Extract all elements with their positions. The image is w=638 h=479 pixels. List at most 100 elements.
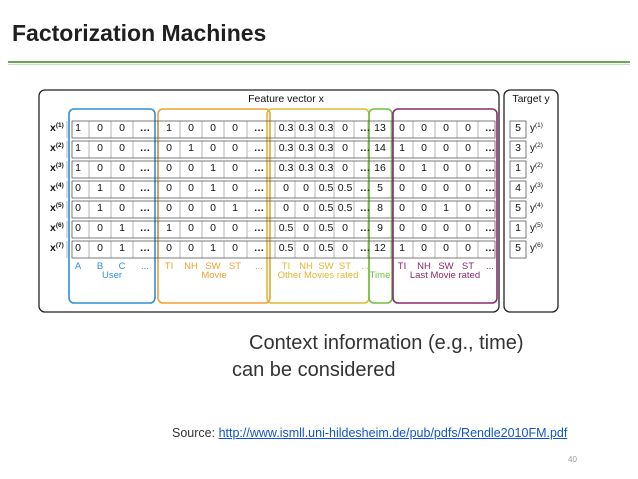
matrix-cell: … xyxy=(485,242,496,254)
matrix-cell: 0.5 xyxy=(319,182,334,194)
matrix-cell: 9 xyxy=(377,222,383,234)
row-label: x(2) xyxy=(50,142,64,154)
matrix-cell: 0.3 xyxy=(279,122,294,134)
matrix-cell: 1 xyxy=(75,142,81,154)
matrix-cell: 1 xyxy=(399,242,405,254)
footer-label-user: C xyxy=(119,261,126,272)
footer-label-user: B xyxy=(97,261,103,272)
matrix-cell: 0 xyxy=(303,242,309,254)
matrix-cell: 0 xyxy=(210,222,216,234)
matrix-cell: 0.3 xyxy=(299,122,314,134)
matrix-cell: 1 xyxy=(210,242,216,254)
matrix-cell: … xyxy=(485,142,496,154)
row-label: x(7) xyxy=(50,242,64,254)
target-value: 3 xyxy=(515,142,521,154)
target-row-label: y(6) xyxy=(530,242,543,254)
matrix-cell: 1 xyxy=(97,182,103,194)
matrix-cell: 0 xyxy=(465,222,471,234)
footer-label-movie: ... xyxy=(255,261,263,272)
matrix-cell: 13 xyxy=(374,122,386,134)
matrix-cell: … xyxy=(360,222,371,234)
matrix-cell: … xyxy=(485,122,496,134)
matrix-cell: … xyxy=(254,202,265,214)
row-frame xyxy=(71,180,496,199)
slide-title: Factorization Machines xyxy=(12,20,267,46)
target-row-label: y(3) xyxy=(530,182,543,194)
row-label: x(4) xyxy=(50,182,64,194)
group-label-user: User xyxy=(102,270,122,281)
matrix-cell: 1 xyxy=(119,242,125,254)
matrix-cell: 1 xyxy=(188,142,194,154)
matrix-cell: … xyxy=(140,222,151,234)
footer-label-user: ... xyxy=(141,261,149,272)
matrix-cell: … xyxy=(485,202,496,214)
row-frame xyxy=(71,220,496,239)
matrix-cell: 0 xyxy=(119,162,125,174)
matrix-cell: 0 xyxy=(465,162,471,174)
matrix-cell: … xyxy=(140,202,151,214)
footer-label-other: SW xyxy=(318,261,333,272)
row-frame xyxy=(71,160,496,179)
matrix-cell: 0 xyxy=(232,122,238,134)
row-label: x(5) xyxy=(50,202,64,214)
matrix-cell: 0 xyxy=(188,122,194,134)
matrix-cell: … xyxy=(140,142,151,154)
target-value: 1 xyxy=(515,162,521,174)
matrix-cell: 0 xyxy=(465,202,471,214)
matrix-cell: 14 xyxy=(374,142,386,154)
matrix-cell: 0 xyxy=(443,182,449,194)
footer-label-other: ... xyxy=(361,261,369,272)
matrix-cell: 0 xyxy=(188,162,194,174)
matrix-cell: 0 xyxy=(188,242,194,254)
matrix-cell: 0 xyxy=(119,122,125,134)
matrix-cell: … xyxy=(360,202,371,214)
matrix-cell: 0 xyxy=(465,122,471,134)
matrix-cell: 0 xyxy=(342,122,348,134)
matrix-cell: 1 xyxy=(97,202,103,214)
matrix-cell: 0 xyxy=(342,162,348,174)
footer-label-user: A xyxy=(75,261,82,272)
target-row-label: y(2) xyxy=(530,162,543,174)
matrix-cell: 0 xyxy=(421,202,427,214)
footer-label-movie: NH xyxy=(184,261,198,272)
source-link[interactable]: http://www.ismll.uni-hildesheim.de/pub/p… xyxy=(218,426,568,440)
matrix-cell: 0 xyxy=(342,142,348,154)
matrix-cell: … xyxy=(360,162,371,174)
footer-label-last: ST xyxy=(462,261,474,272)
title-divider-shadow xyxy=(8,64,630,65)
row-frame xyxy=(71,200,496,219)
group-label-last: Last Movie rated xyxy=(410,270,480,281)
group-label-movie: Movie xyxy=(201,270,226,281)
matrix-cell: 1 xyxy=(166,222,172,234)
footer-label-movie: ST xyxy=(229,261,241,272)
matrix-cell: … xyxy=(485,182,496,194)
matrix-cell: 1 xyxy=(232,202,238,214)
matrix-cell: 0 xyxy=(166,202,172,214)
matrix-cell: 1 xyxy=(166,122,172,134)
group-label-other: Other Movies rated xyxy=(278,270,359,281)
matrix-cell: 0 xyxy=(342,242,348,254)
matrix-cell: 0 xyxy=(166,142,172,154)
matrix-cell: … xyxy=(254,242,265,254)
target-cell-frame xyxy=(509,160,527,179)
matrix-cell: 1 xyxy=(210,162,216,174)
target-frame xyxy=(503,89,559,313)
matrix-cell: 0 xyxy=(399,122,405,134)
row-frame xyxy=(71,120,496,139)
context-caption-line1: Context information (e.g., time) xyxy=(249,332,524,354)
matrix-cell: 0 xyxy=(421,182,427,194)
matrix-cell: 0 xyxy=(421,242,427,254)
matrix-cell: 0 xyxy=(303,222,309,234)
matrix-cell: 1 xyxy=(75,162,81,174)
matrix-cell: 0 xyxy=(342,222,348,234)
target-cell-frame xyxy=(509,240,527,259)
matrix-cell: 0.5 xyxy=(319,202,334,214)
matrix-cell: … xyxy=(360,122,371,134)
matrix-cell: 0 xyxy=(97,222,103,234)
target-row-label: y(2) xyxy=(530,142,543,154)
matrix-cell: 0.3 xyxy=(279,142,294,154)
matrix-cell: … xyxy=(254,162,265,174)
target-row-label: y(4) xyxy=(530,202,543,214)
